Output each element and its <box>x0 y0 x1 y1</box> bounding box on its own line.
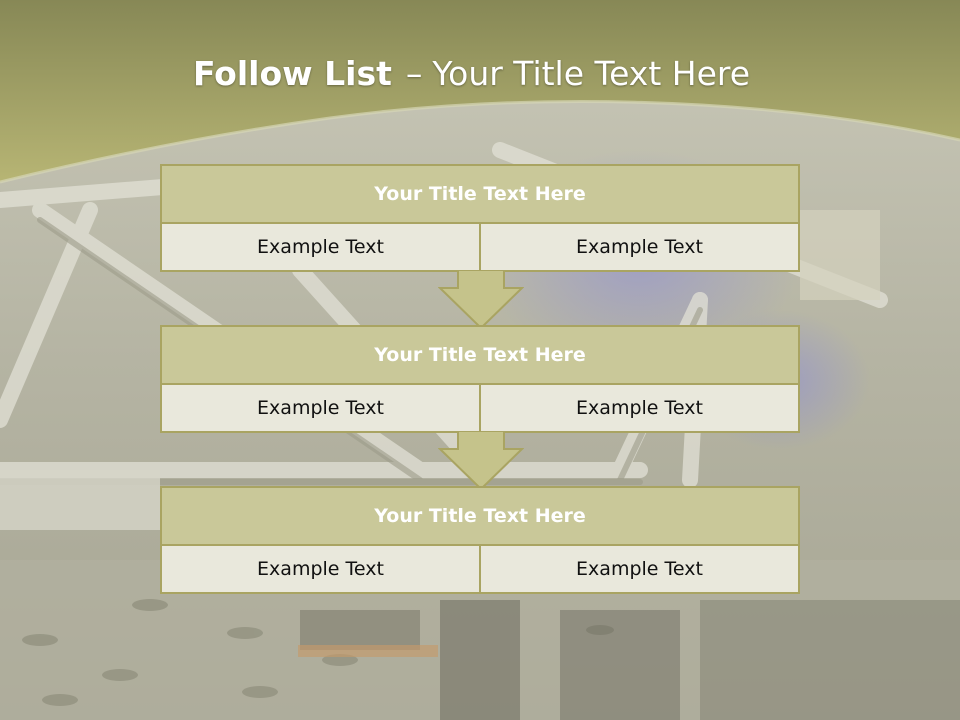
slide-title: Follow List–Your Title Text Here <box>0 54 943 93</box>
step-cell-3-left: Example Text <box>257 558 384 580</box>
slide-title-dash: – <box>405 54 423 93</box>
step-box-2: Your Title Text Here Example Text Exampl… <box>160 325 800 433</box>
slide-title-bold: Follow List <box>192 54 392 93</box>
step-cell-2-right: Example Text <box>479 385 798 431</box>
step-cell-2-left: Example Text <box>257 397 384 419</box>
step-title-1: Your Title Text Here <box>162 166 798 224</box>
slide-title-rest: Your Title Text Here <box>432 54 751 93</box>
step-cell-1-right: Example Text <box>479 224 798 270</box>
step-row-1: Example Text Example Text <box>162 224 798 270</box>
step-row-2: Example Text Example Text <box>162 385 798 431</box>
step-title-3: Your Title Text Here <box>162 488 798 546</box>
step-cell-1-left: Example Text <box>257 236 384 258</box>
step-row-3: Example Text Example Text <box>162 546 798 592</box>
step-title-2: Your Title Text Here <box>162 327 798 385</box>
step-box-1: Your Title Text Here Example Text Exampl… <box>160 164 800 272</box>
step-box-3: Your Title Text Here Example Text Exampl… <box>160 486 800 594</box>
step-cell-3-right: Example Text <box>479 546 798 592</box>
down-arrow-icon <box>438 431 524 491</box>
down-arrow-icon <box>438 270 524 330</box>
